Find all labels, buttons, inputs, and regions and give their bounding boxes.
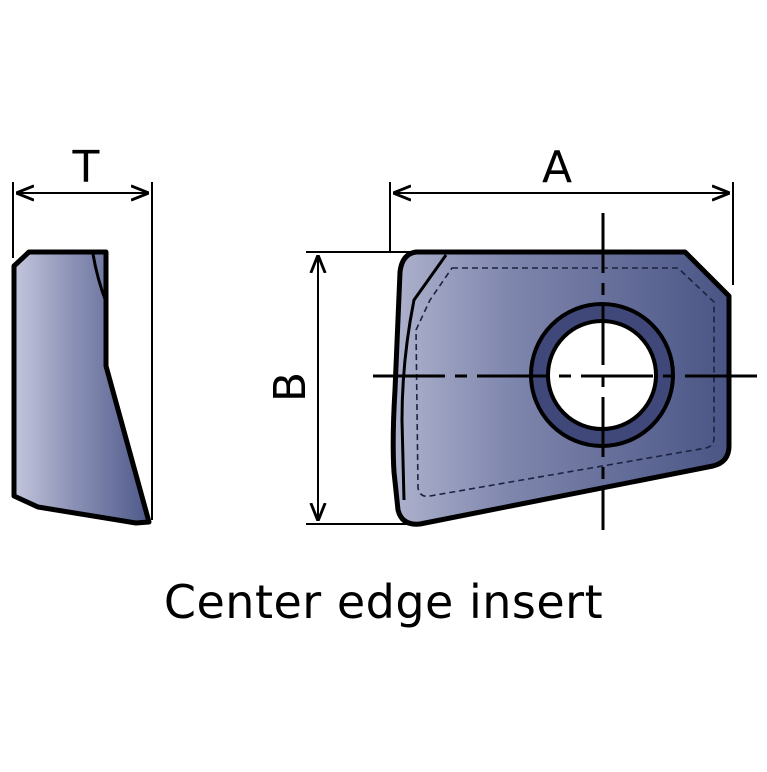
t-dimension-label: T: [72, 142, 100, 193]
top-view-chamfer-edge: [400, 254, 448, 501]
top-view-inner-dashed-outline: [415, 267, 715, 498]
side-view-chamfer-edge: [91, 253, 108, 303]
a-dimension-label: A: [542, 142, 572, 193]
diagram-caption: Center edge insert: [163, 575, 604, 629]
b-dimension-label: B: [265, 372, 316, 402]
side-view: T: [11, 142, 153, 526]
side-view-insert-body: [11, 249, 152, 526]
top-view: A B: [265, 142, 760, 530]
